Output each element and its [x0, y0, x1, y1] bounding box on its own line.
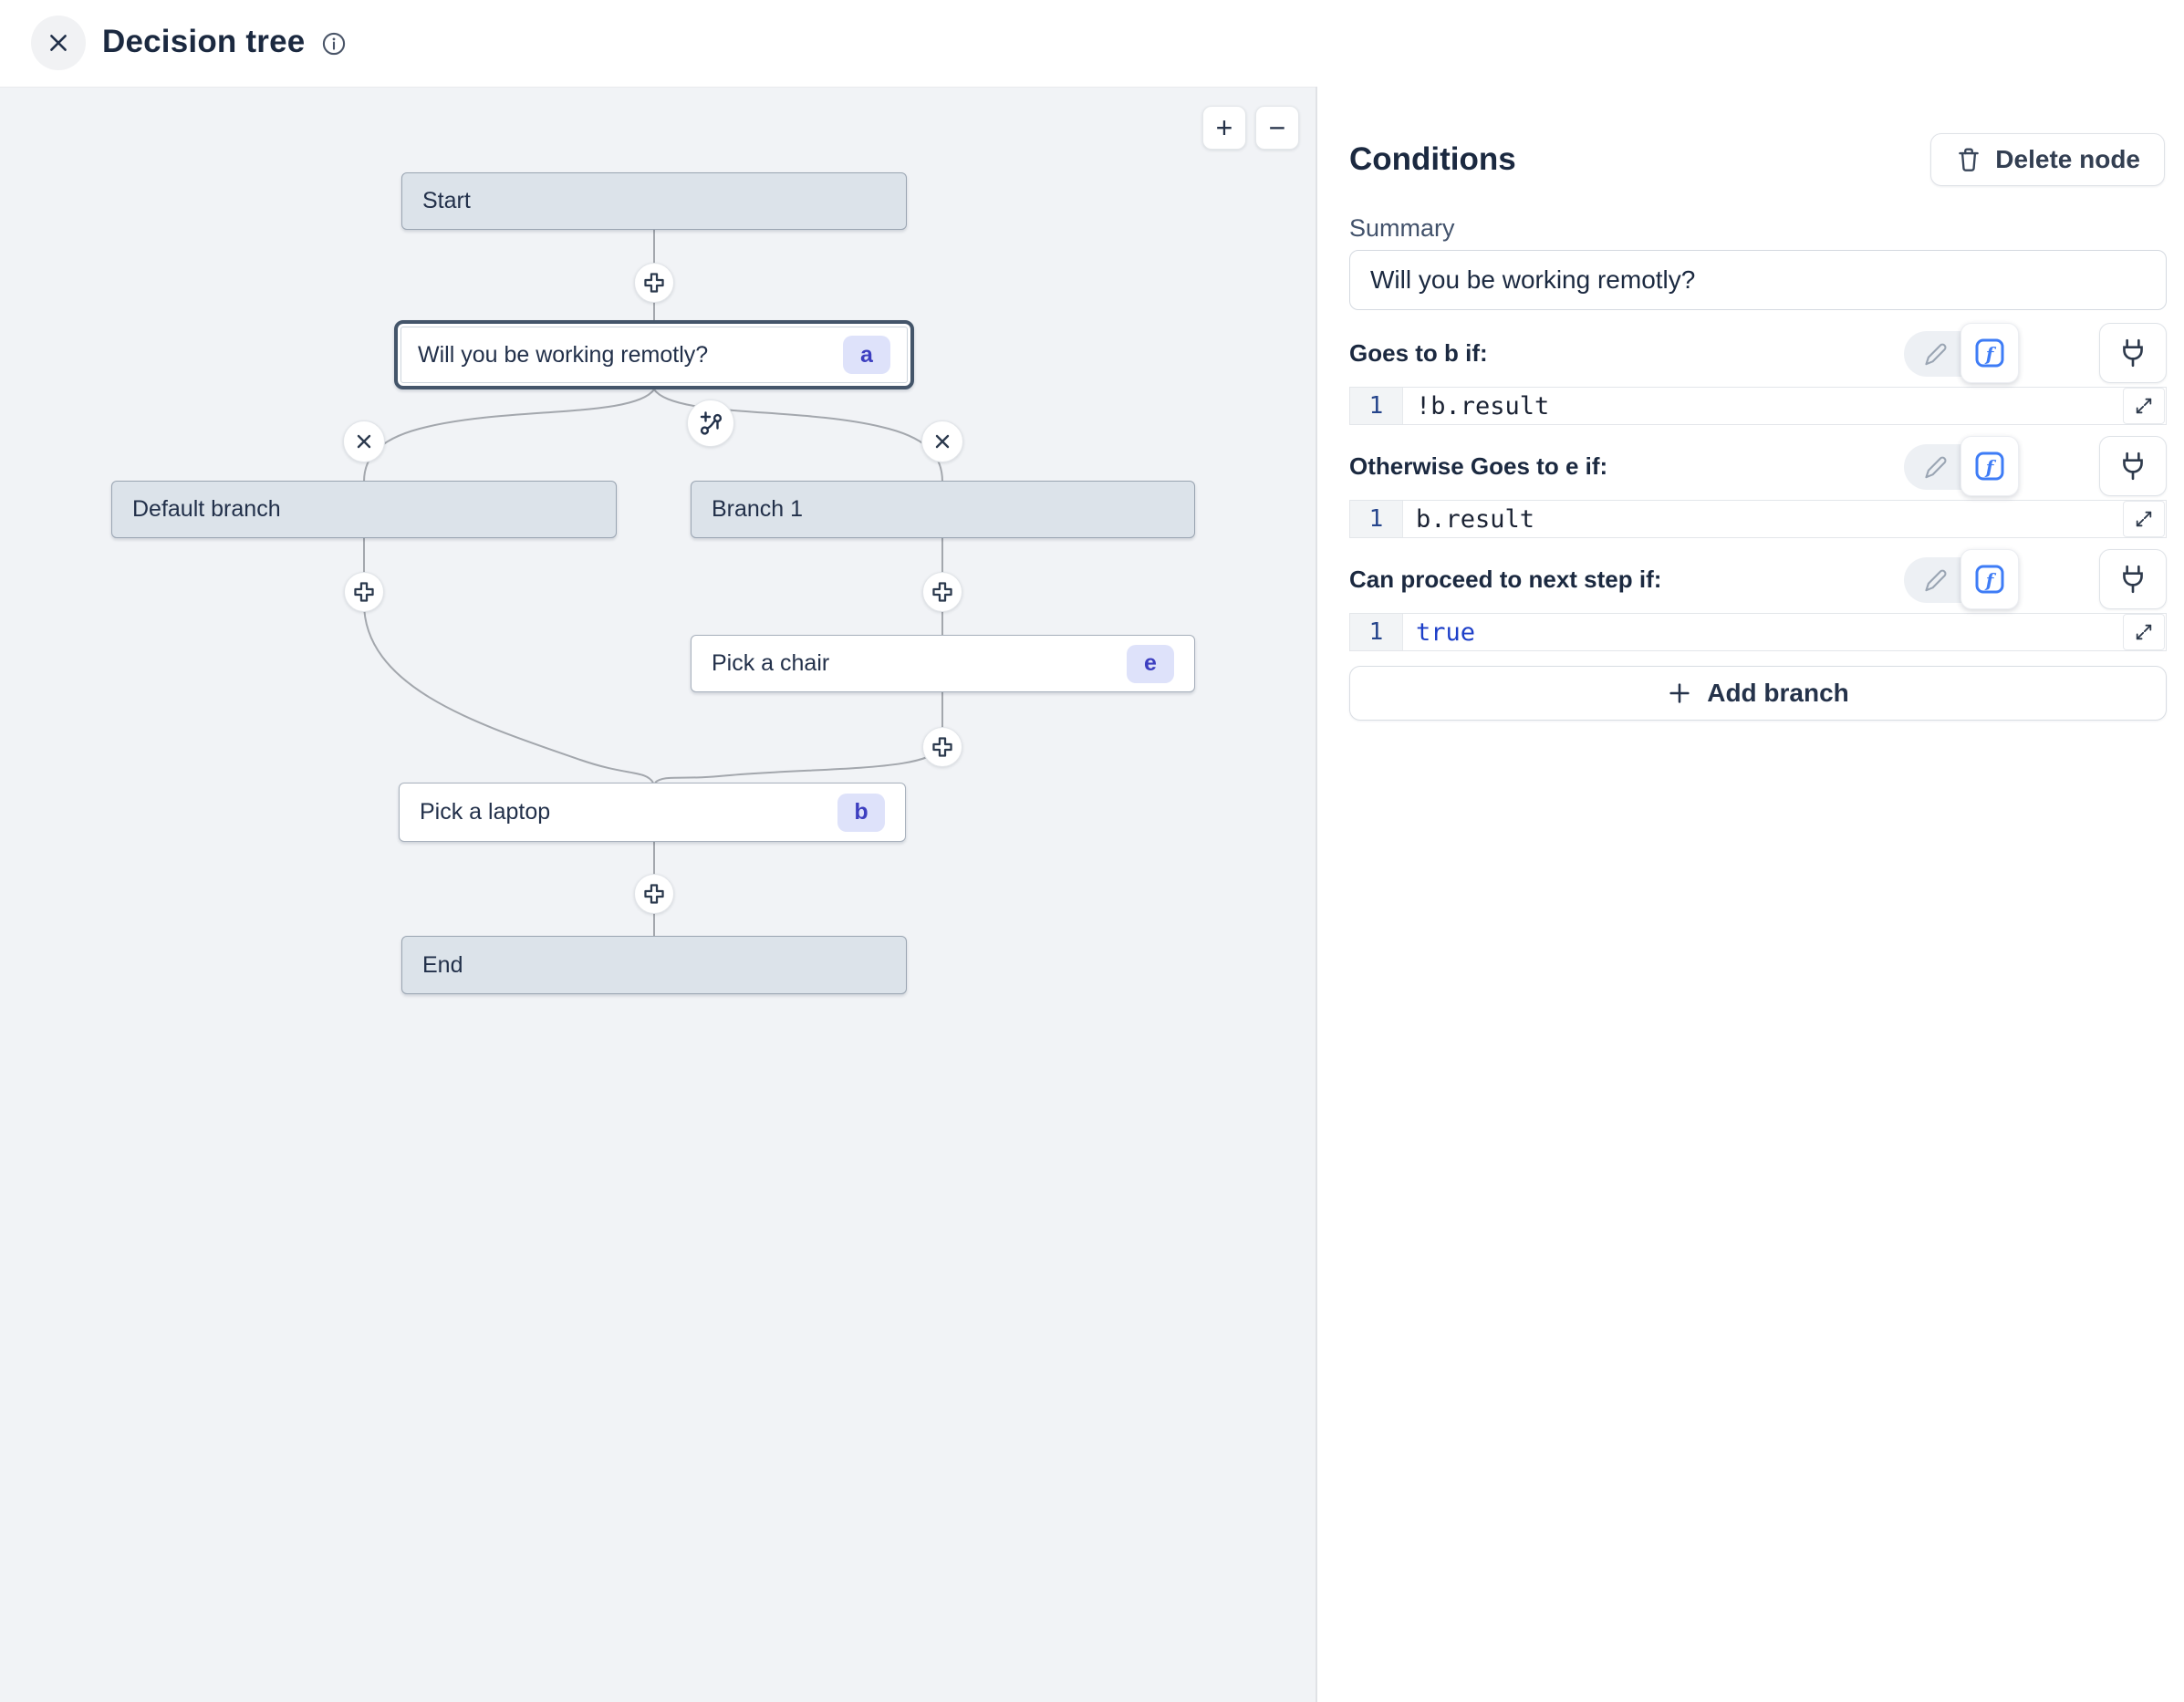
condition-section-goes-to-e: Otherwise Goes to e if: f — [1349, 436, 2167, 538]
node-question[interactable]: Will you be working remotly? a — [394, 320, 914, 389]
editor-mode-controls: f — [1904, 323, 2167, 383]
remove-branch-button[interactable] — [343, 420, 385, 462]
add-branch-label: Add branch — [1707, 679, 1849, 707]
editor-mode-controls: f — [1904, 549, 2167, 609]
delete-node-button[interactable]: Delete node — [1930, 133, 2165, 186]
add-node-button[interactable] — [634, 874, 674, 914]
node-badge: a — [843, 336, 890, 374]
info-icon[interactable] — [321, 31, 347, 61]
zoom-out-button[interactable]: − — [1255, 106, 1299, 150]
plug-icon — [2123, 338, 2143, 368]
page-title: Decision tree — [102, 24, 306, 59]
code-value: !b.result — [1416, 391, 1550, 420]
condition-label: Goes to b if: — [1349, 338, 1488, 367]
branch-plus-icon — [700, 411, 723, 435]
minus-icon: − — [1268, 111, 1286, 144]
node-label: Start — [422, 188, 471, 213]
add-branch-node-button[interactable] — [687, 400, 734, 447]
node-label: Default branch — [132, 496, 281, 522]
condition-section-proceed: Can proceed to next step if: f — [1349, 549, 2167, 651]
svg-text:f: f — [1984, 343, 1997, 365]
plus-icon — [1669, 683, 1690, 703]
zoom-in-button[interactable]: + — [1202, 106, 1246, 150]
add-node-button[interactable] — [344, 572, 384, 612]
text-mode-button[interactable] — [1919, 566, 1949, 595]
node-label: Pick a laptop — [420, 799, 551, 825]
add-node-button[interactable] — [922, 572, 962, 612]
fx-icon: f — [1975, 338, 2004, 368]
expand-icon — [2136, 511, 2152, 527]
expand-icon — [2136, 398, 2152, 414]
condition-section-goes-to-b: Goes to b if: f — [1349, 323, 2167, 425]
code-editor[interactable]: 1 true — [1349, 613, 2167, 651]
svg-text:f: f — [1984, 456, 1997, 478]
editor-mode-controls: f — [1904, 436, 2167, 496]
trash-icon — [1959, 148, 1980, 171]
panel-title: Conditions — [1349, 141, 1516, 177]
pencil-icon — [1925, 343, 1947, 366]
x-icon — [357, 434, 371, 449]
text-mode-button[interactable] — [1919, 452, 1949, 482]
code-editor[interactable]: 1 b.result — [1349, 500, 2167, 538]
close-icon — [50, 35, 67, 51]
node-default-branch[interactable]: Default branch — [111, 481, 617, 538]
svg-text:f: f — [1984, 569, 1997, 591]
summary-input[interactable] — [1349, 250, 2167, 310]
panel-header: Conditions Delete node — [1349, 132, 2165, 187]
header: Decision tree — [0, 0, 2184, 87]
line-number: 1 — [1350, 388, 1403, 424]
x-icon — [935, 434, 950, 449]
pencil-icon — [1925, 569, 1947, 592]
node-label: Pick a chair — [712, 650, 830, 676]
node-end[interactable]: End — [401, 936, 907, 994]
expand-editor-button[interactable] — [2123, 501, 2165, 537]
node-pick-a-chair[interactable]: Pick a chair e — [691, 635, 1195, 692]
expand-editor-button[interactable] — [2123, 614, 2165, 650]
fx-icon: f — [1975, 451, 2004, 481]
node-branch-1[interactable]: Branch 1 — [691, 481, 1195, 538]
plus-icon — [644, 273, 664, 293]
plus-icon: + — [1215, 111, 1233, 144]
node-label: Will you be working remotly? — [418, 341, 709, 368]
node-start[interactable]: Start — [401, 172, 907, 230]
condition-label: Can proceed to next step if: — [1349, 565, 1662, 593]
remove-branch-button[interactable] — [921, 420, 963, 462]
fx-icon: f — [1975, 565, 2004, 594]
plus-icon — [932, 582, 952, 602]
line-number: 1 — [1350, 614, 1403, 650]
connect-source-button[interactable] — [2099, 323, 2167, 383]
plug-icon — [2123, 451, 2143, 481]
delete-node-label: Delete node — [1995, 145, 2140, 173]
text-mode-button[interactable] — [1919, 339, 1949, 368]
conditions-panel: Conditions Delete node Summary Goes to b… — [1316, 87, 2184, 1702]
node-label: End — [422, 951, 463, 978]
line-number: 1 — [1350, 501, 1403, 537]
summary-label: Summary — [1349, 214, 1455, 242]
plug-icon — [2123, 565, 2143, 594]
code-value: true — [1416, 617, 1476, 647]
fx-mode-button[interactable]: f — [1960, 549, 2019, 609]
pencil-icon — [1925, 456, 1947, 479]
plus-icon — [932, 737, 952, 757]
fx-mode-button[interactable]: f — [1960, 436, 2019, 496]
flow-canvas[interactable]: Start Will you be working remotly? a Def… — [0, 87, 1316, 1702]
expand-editor-button[interactable] — [2123, 388, 2165, 424]
add-branch-button[interactable]: Add branch — [1349, 666, 2167, 721]
expand-icon — [2136, 624, 2152, 640]
node-badge: b — [837, 793, 885, 832]
fx-mode-button[interactable]: f — [1960, 323, 2019, 383]
code-editor[interactable]: 1 !b.result — [1349, 387, 2167, 425]
connect-source-button[interactable] — [2099, 436, 2167, 496]
add-node-button[interactable] — [922, 727, 962, 767]
plus-icon — [354, 582, 374, 602]
add-node-button[interactable] — [634, 263, 674, 303]
close-button[interactable] — [31, 16, 86, 70]
node-label: Branch 1 — [712, 496, 804, 522]
connect-source-button[interactable] — [2099, 549, 2167, 609]
node-badge: e — [1127, 644, 1174, 683]
plus-icon — [644, 884, 664, 904]
condition-label: Otherwise Goes to e if: — [1349, 451, 1608, 480]
code-value: b.result — [1416, 504, 1535, 534]
node-pick-a-laptop[interactable]: Pick a laptop b — [399, 783, 906, 842]
